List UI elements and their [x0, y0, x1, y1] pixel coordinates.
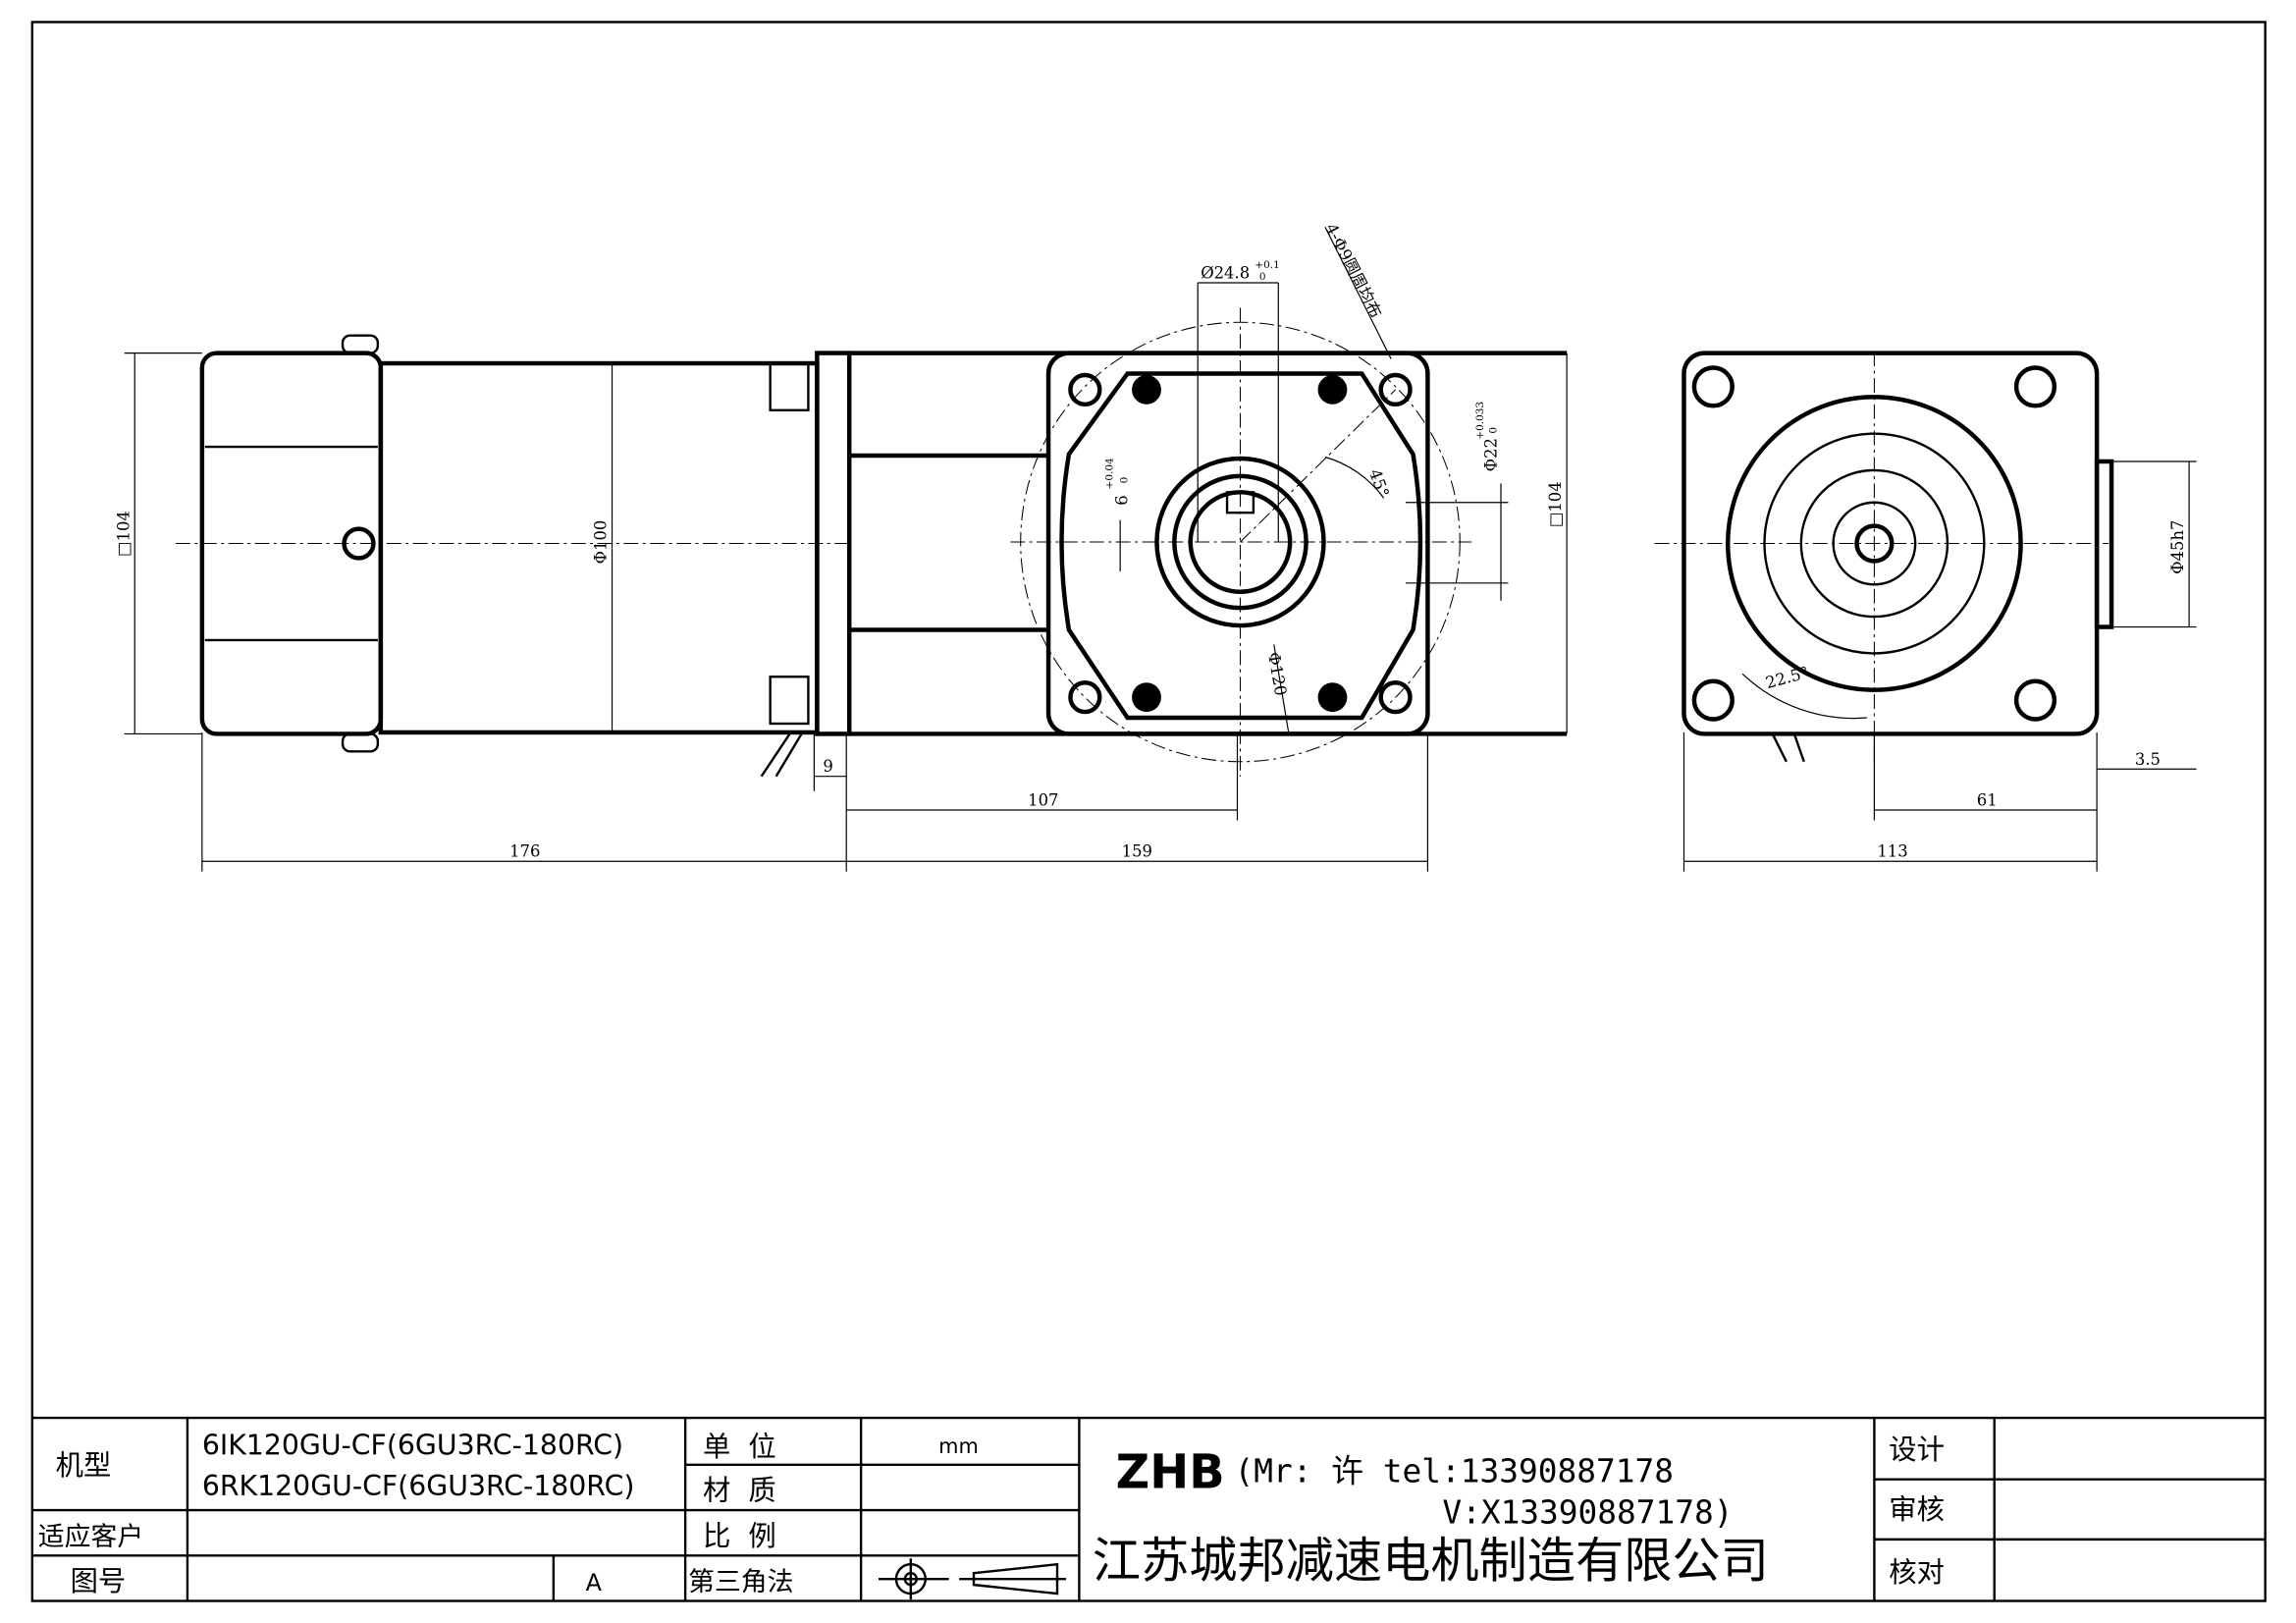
dim-bore-tol-lower: 0	[1259, 271, 1266, 283]
mount-hole	[1068, 372, 1102, 407]
front-view	[1010, 307, 1472, 777]
dim-left-square: □104	[114, 511, 133, 557]
model-line-1: 6IK120GU-CF(6GU3RC-180RC)	[202, 1429, 623, 1461]
model-label: 机型	[56, 1449, 112, 1482]
revision: A	[586, 1569, 603, 1596]
dim-angle-22-5: 22.5°	[1764, 663, 1811, 692]
projection-label: 第三角法	[688, 1567, 793, 1597]
dim-gap: 9	[823, 757, 832, 776]
contact-line-2: V:X13390887178)	[1442, 1493, 1733, 1531]
dim-pilot: Φ45h7	[2168, 520, 2187, 574]
customer-label: 适应客户	[38, 1522, 143, 1552]
design-label: 设计	[1889, 1434, 1945, 1466]
dim-holes: 4-Φ9圆周均布	[1321, 220, 1385, 321]
dim-113: 113	[1877, 842, 1907, 861]
screw-icon	[1317, 682, 1348, 713]
dim-key-tol-upper: +0.04	[1104, 458, 1116, 489]
dim-key-width: 6	[1113, 495, 1132, 505]
material-label: 材 质	[703, 1475, 776, 1507]
drawing-no-label: 图号	[71, 1565, 127, 1597]
contact-line-1: (Mr: 许 tel:13390887178	[1235, 1453, 1674, 1490]
dim-61: 61	[1977, 791, 1998, 810]
dim-3-5: 3.5	[2135, 750, 2161, 769]
scale-label: 比 例	[703, 1520, 776, 1552]
check-label: 核对	[1889, 1556, 1945, 1589]
dimensions	[124, 227, 2197, 872]
dim-shaft-tol-lower: 0	[1488, 427, 1500, 434]
dim-shaft-tol-upper: +0.033	[1474, 402, 1486, 440]
dim-bore-dia: Ø24.8	[1201, 264, 1250, 283]
review-label: 审核	[1889, 1493, 1945, 1526]
rear-view	[1654, 351, 2114, 763]
dim-159: 159	[1122, 842, 1152, 861]
dim-bore-tol-upper: +0.1	[1255, 259, 1279, 271]
dim-body-dia: Φ100	[592, 520, 611, 565]
screw-icon	[1317, 374, 1348, 405]
dim-front-square: □104	[1546, 481, 1565, 527]
dim-key-tol-lower: 0	[1119, 477, 1131, 484]
model-line-2: 6RK120GU-CF(6GU3RC-180RC)	[202, 1470, 635, 1502]
brand: ZHB	[1116, 1446, 1225, 1500]
mount-hole	[1378, 679, 1413, 715]
screw-icon	[1132, 682, 1161, 713]
mount-hole	[1068, 679, 1102, 715]
company-name: 江苏城邦减速电机制造有限公司	[1093, 1533, 1769, 1590]
third-angle-projection-icon	[879, 1558, 1066, 1600]
unit-value: mm	[938, 1434, 979, 1458]
mount-hole	[1378, 372, 1413, 407]
dim-176: 176	[509, 842, 540, 861]
dimension-labels: □104 Φ100 9 107 176 159 Ø24.8 +0.1 0 4-Φ…	[114, 220, 2187, 860]
drawing-frame	[30, 21, 2267, 1602]
dim-107: 107	[1028, 791, 1058, 810]
screw-icon	[1132, 374, 1161, 405]
dim-pcd: Φ120	[1264, 651, 1290, 697]
title-block: 机型 6IK120GU-CF(6GU3RC-180RC) 6RK120GU-CF…	[31, 1416, 2266, 1601]
unit-label: 单 位	[703, 1431, 776, 1463]
dim-angle-45: 45°	[1365, 466, 1393, 500]
side-view	[176, 334, 1568, 778]
dim-shaft-dia: Φ22	[1482, 438, 1501, 471]
